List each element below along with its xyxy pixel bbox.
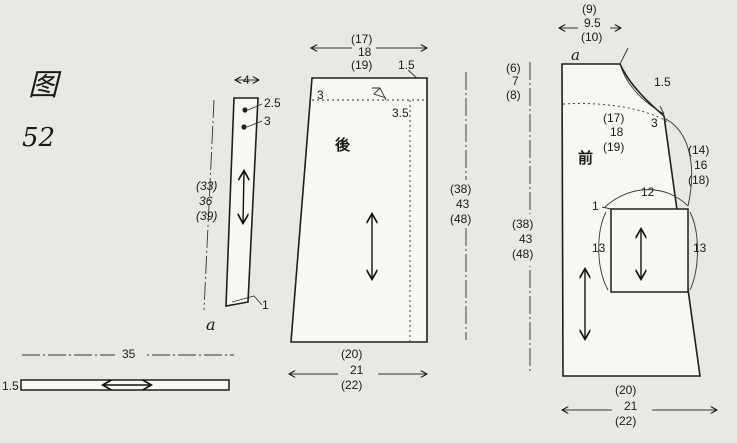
front-length-1: (38) — [512, 217, 533, 231]
front-side-3: (18) — [688, 173, 709, 187]
front-length-3: (48) — [512, 247, 533, 261]
front-mark-a: a — [571, 46, 580, 64]
front-pocket — [610, 208, 689, 293]
front-side-1: (14) — [688, 143, 709, 157]
back-length-1: (38) — [450, 182, 471, 196]
strap-hole1-label: 2.5 — [264, 96, 281, 110]
front-piece: 3 1.5 a (9) 9.5 (10) (6) 7 (8) (17) 18 (… — [506, 2, 716, 434]
front-waist-2: 18 — [610, 125, 624, 139]
front-pocket-height-right: 13 — [693, 241, 707, 255]
front-curve-label: 1.5 — [654, 75, 671, 89]
strap-length-3: (39) — [196, 209, 217, 223]
waistband-piece: 35 1.5 — [2, 344, 234, 393]
front-left-top-2: 7 — [512, 74, 519, 88]
front-waist-3: (19) — [603, 140, 624, 154]
back-fold-label: 3 — [317, 88, 324, 102]
front-hem-1: (20) — [615, 383, 636, 397]
back-waist-1: (17) — [351, 32, 372, 46]
back-hem-1: (20) — [341, 347, 362, 361]
front-hem-3: (22) — [615, 414, 636, 428]
front-left-top-1: (6) — [506, 61, 521, 75]
strap-outline — [225, 97, 259, 307]
strap-corner-label: 1 — [262, 298, 269, 312]
front-length-2: 43 — [519, 232, 533, 246]
strap-width-label: 4 — [243, 73, 250, 87]
front-top-3: (10) — [581, 30, 602, 44]
front-side-2: 16 — [694, 158, 708, 172]
strap-grain-arrow — [243, 172, 244, 222]
front-pocket-height-left: 13 — [592, 241, 606, 255]
back-hem-2: 21 — [350, 363, 364, 377]
waistband-length-label: 35 — [122, 347, 136, 361]
back-waist-2: 18 — [358, 45, 372, 59]
front-waist-fold-line — [562, 103, 669, 123]
front-piece-label: 前 — [578, 149, 593, 167]
back-piece-label: 後 — [334, 136, 351, 154]
waistband-width-label: 1.5 — [2, 379, 19, 393]
front-fold-label: 3 — [651, 116, 658, 130]
strap-length-line — [203, 99, 215, 311]
front-top-2: 9.5 — [584, 16, 601, 30]
front-waist-1: (17) — [603, 111, 624, 125]
front-left-top-3: (8) — [506, 88, 521, 102]
back-length-2: 43 — [456, 197, 470, 211]
front-hem-2: 21 — [624, 399, 638, 413]
strap-length-1: (33) — [196, 179, 217, 193]
back-outline — [290, 77, 428, 343]
front-pocket-offset-label: 1 — [592, 199, 599, 213]
back-dart-label: 3.5 — [392, 106, 409, 120]
back-waist-3: (19) — [351, 58, 372, 72]
figure-number: 52 — [22, 123, 55, 153]
strap-piece: 4 2.5 3 (33) 36 (39) 1 a — [196, 73, 281, 334]
back-length-3: (48) — [450, 212, 471, 226]
back-waist-step-label: 1.5 — [398, 58, 415, 72]
back-piece: 1.5 3.5 3 (17) 18 (19) 後 (38) 43 (48) (2… — [290, 32, 485, 392]
back-hem-3: (22) — [341, 378, 362, 392]
front-top-1: (9) — [582, 2, 597, 16]
strap-length-2: 36 — [199, 194, 213, 208]
strap-hole-1 — [242, 107, 248, 113]
figure-title-char: 图 — [28, 68, 62, 103]
front-pocket-width-label: 12 — [641, 185, 655, 199]
figure-title: 图 52 — [22, 68, 62, 153]
strap-mark-a: a — [206, 315, 216, 334]
strap-hole2-label: 3 — [264, 114, 271, 128]
strap-hole-2 — [241, 124, 247, 130]
